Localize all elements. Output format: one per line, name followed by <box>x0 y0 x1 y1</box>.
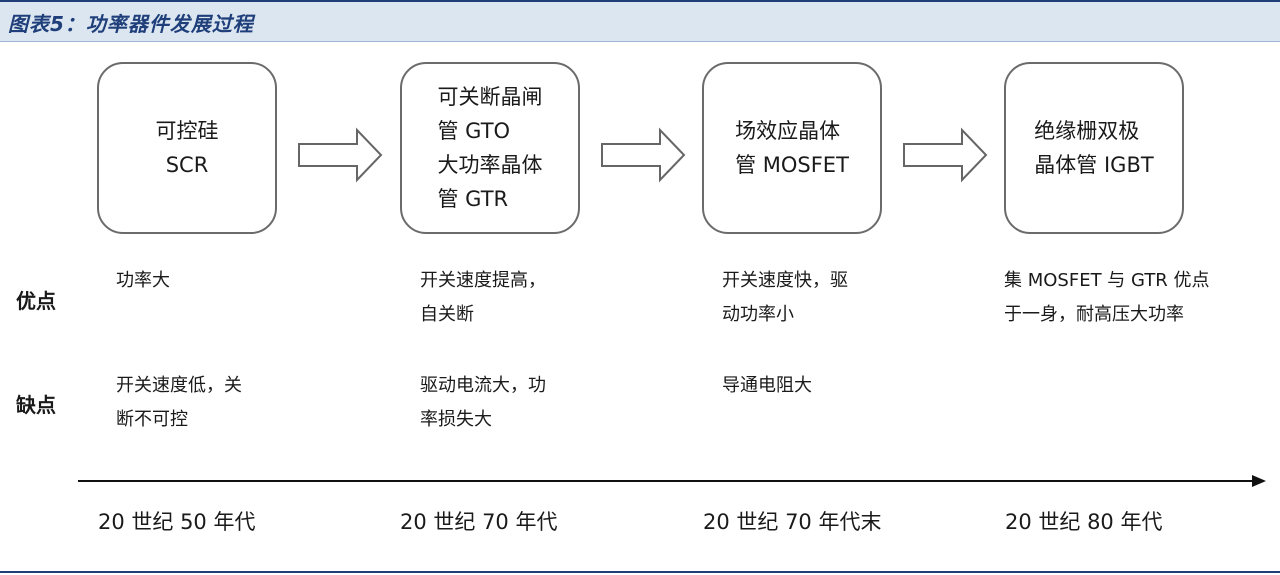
disadvantage-cell: 开关速度低，关 断不可控 <box>116 369 242 437</box>
advantage-cell: 集 MOSFET 与 GTR 优点 于一身，耐高压大功率 <box>1004 264 1210 332</box>
stage-text: 可控硅 SCR <box>156 114 219 182</box>
era-label: 20 世纪 70 年代 <box>400 510 558 534</box>
cell-line: 导通电阻大 <box>722 375 812 396</box>
stage-line: 场效应晶体 <box>735 119 841 143</box>
cell-line: 开关速度快，驱 <box>722 270 848 291</box>
advantage-cell: 功率大 <box>116 264 170 298</box>
cell-line: 开关速度提高， <box>420 270 546 291</box>
advantages-label: 优点 <box>16 289 56 313</box>
stage-line: 管 GTO <box>437 119 511 143</box>
right-arrow-icon <box>903 127 988 183</box>
stage-line: 可关断晶闸 <box>437 85 543 109</box>
figure-title: 图表5：功率器件发展过程 <box>8 12 254 36</box>
advantage-cell: 开关速度快，驱 动功率小 <box>722 264 848 332</box>
disadvantage-cell: 驱动电流大，功 率损失大 <box>420 369 546 437</box>
era-label: 20 世纪 50 年代 <box>98 510 256 534</box>
stage-line: 可控硅 <box>155 119 219 143</box>
cell-line: 断不可控 <box>116 409 188 430</box>
cell-line: 开关速度低，关 <box>116 375 242 396</box>
stage-line: 管 MOSFET <box>735 153 849 177</box>
disadvantages-label: 缺点 <box>16 393 56 417</box>
cell-line: 动功率小 <box>722 304 794 325</box>
era-label: 20 世纪 80 年代 <box>1005 510 1163 534</box>
stage-line: 晶体管 IGBT <box>1034 153 1154 177</box>
stage-text: 绝缘栅双极 晶体管 IGBT <box>1034 114 1153 182</box>
stage-line: 绝缘栅双极 <box>1034 119 1140 143</box>
stage-text: 场效应晶体 管 MOSFET <box>735 114 849 182</box>
right-arrow-icon <box>298 127 383 183</box>
cell-line: 功率大 <box>116 270 170 291</box>
cell-line: 自关断 <box>420 304 474 325</box>
cell-line: 率损失大 <box>420 409 492 430</box>
timeline-arrow <box>78 475 1266 487</box>
era-label: 20 世纪 70 年代末 <box>703 510 882 534</box>
stage-box-scr: 可控硅 SCR <box>97 62 277 234</box>
cell-line: 于一身，耐高压大功率 <box>1004 304 1184 325</box>
right-arrow-icon <box>601 127 686 183</box>
bottom-rule <box>0 571 1280 573</box>
cell-line: 驱动电流大，功 <box>420 375 546 396</box>
figure-header: 图表5：功率器件发展过程 <box>0 0 1280 42</box>
advantage-cell: 开关速度提高， 自关断 <box>420 264 546 332</box>
stage-box-igbt: 绝缘栅双极 晶体管 IGBT <box>1004 62 1184 234</box>
stage-line: 管 GTR <box>437 187 509 211</box>
stage-text: 可关断晶闸 管 GTO 大功率晶体 管 GTR <box>438 80 543 216</box>
disadvantage-cell: 导通电阻大 <box>722 369 812 403</box>
cell-line: 集 MOSFET 与 GTR 优点 <box>1004 270 1210 291</box>
stage-box-mosfet: 场效应晶体 管 MOSFET <box>702 62 882 234</box>
stage-box-gto-gtr: 可关断晶闸 管 GTO 大功率晶体 管 GTR <box>400 62 580 234</box>
stage-line: SCR <box>165 153 209 177</box>
stage-line: 大功率晶体 <box>437 153 543 177</box>
